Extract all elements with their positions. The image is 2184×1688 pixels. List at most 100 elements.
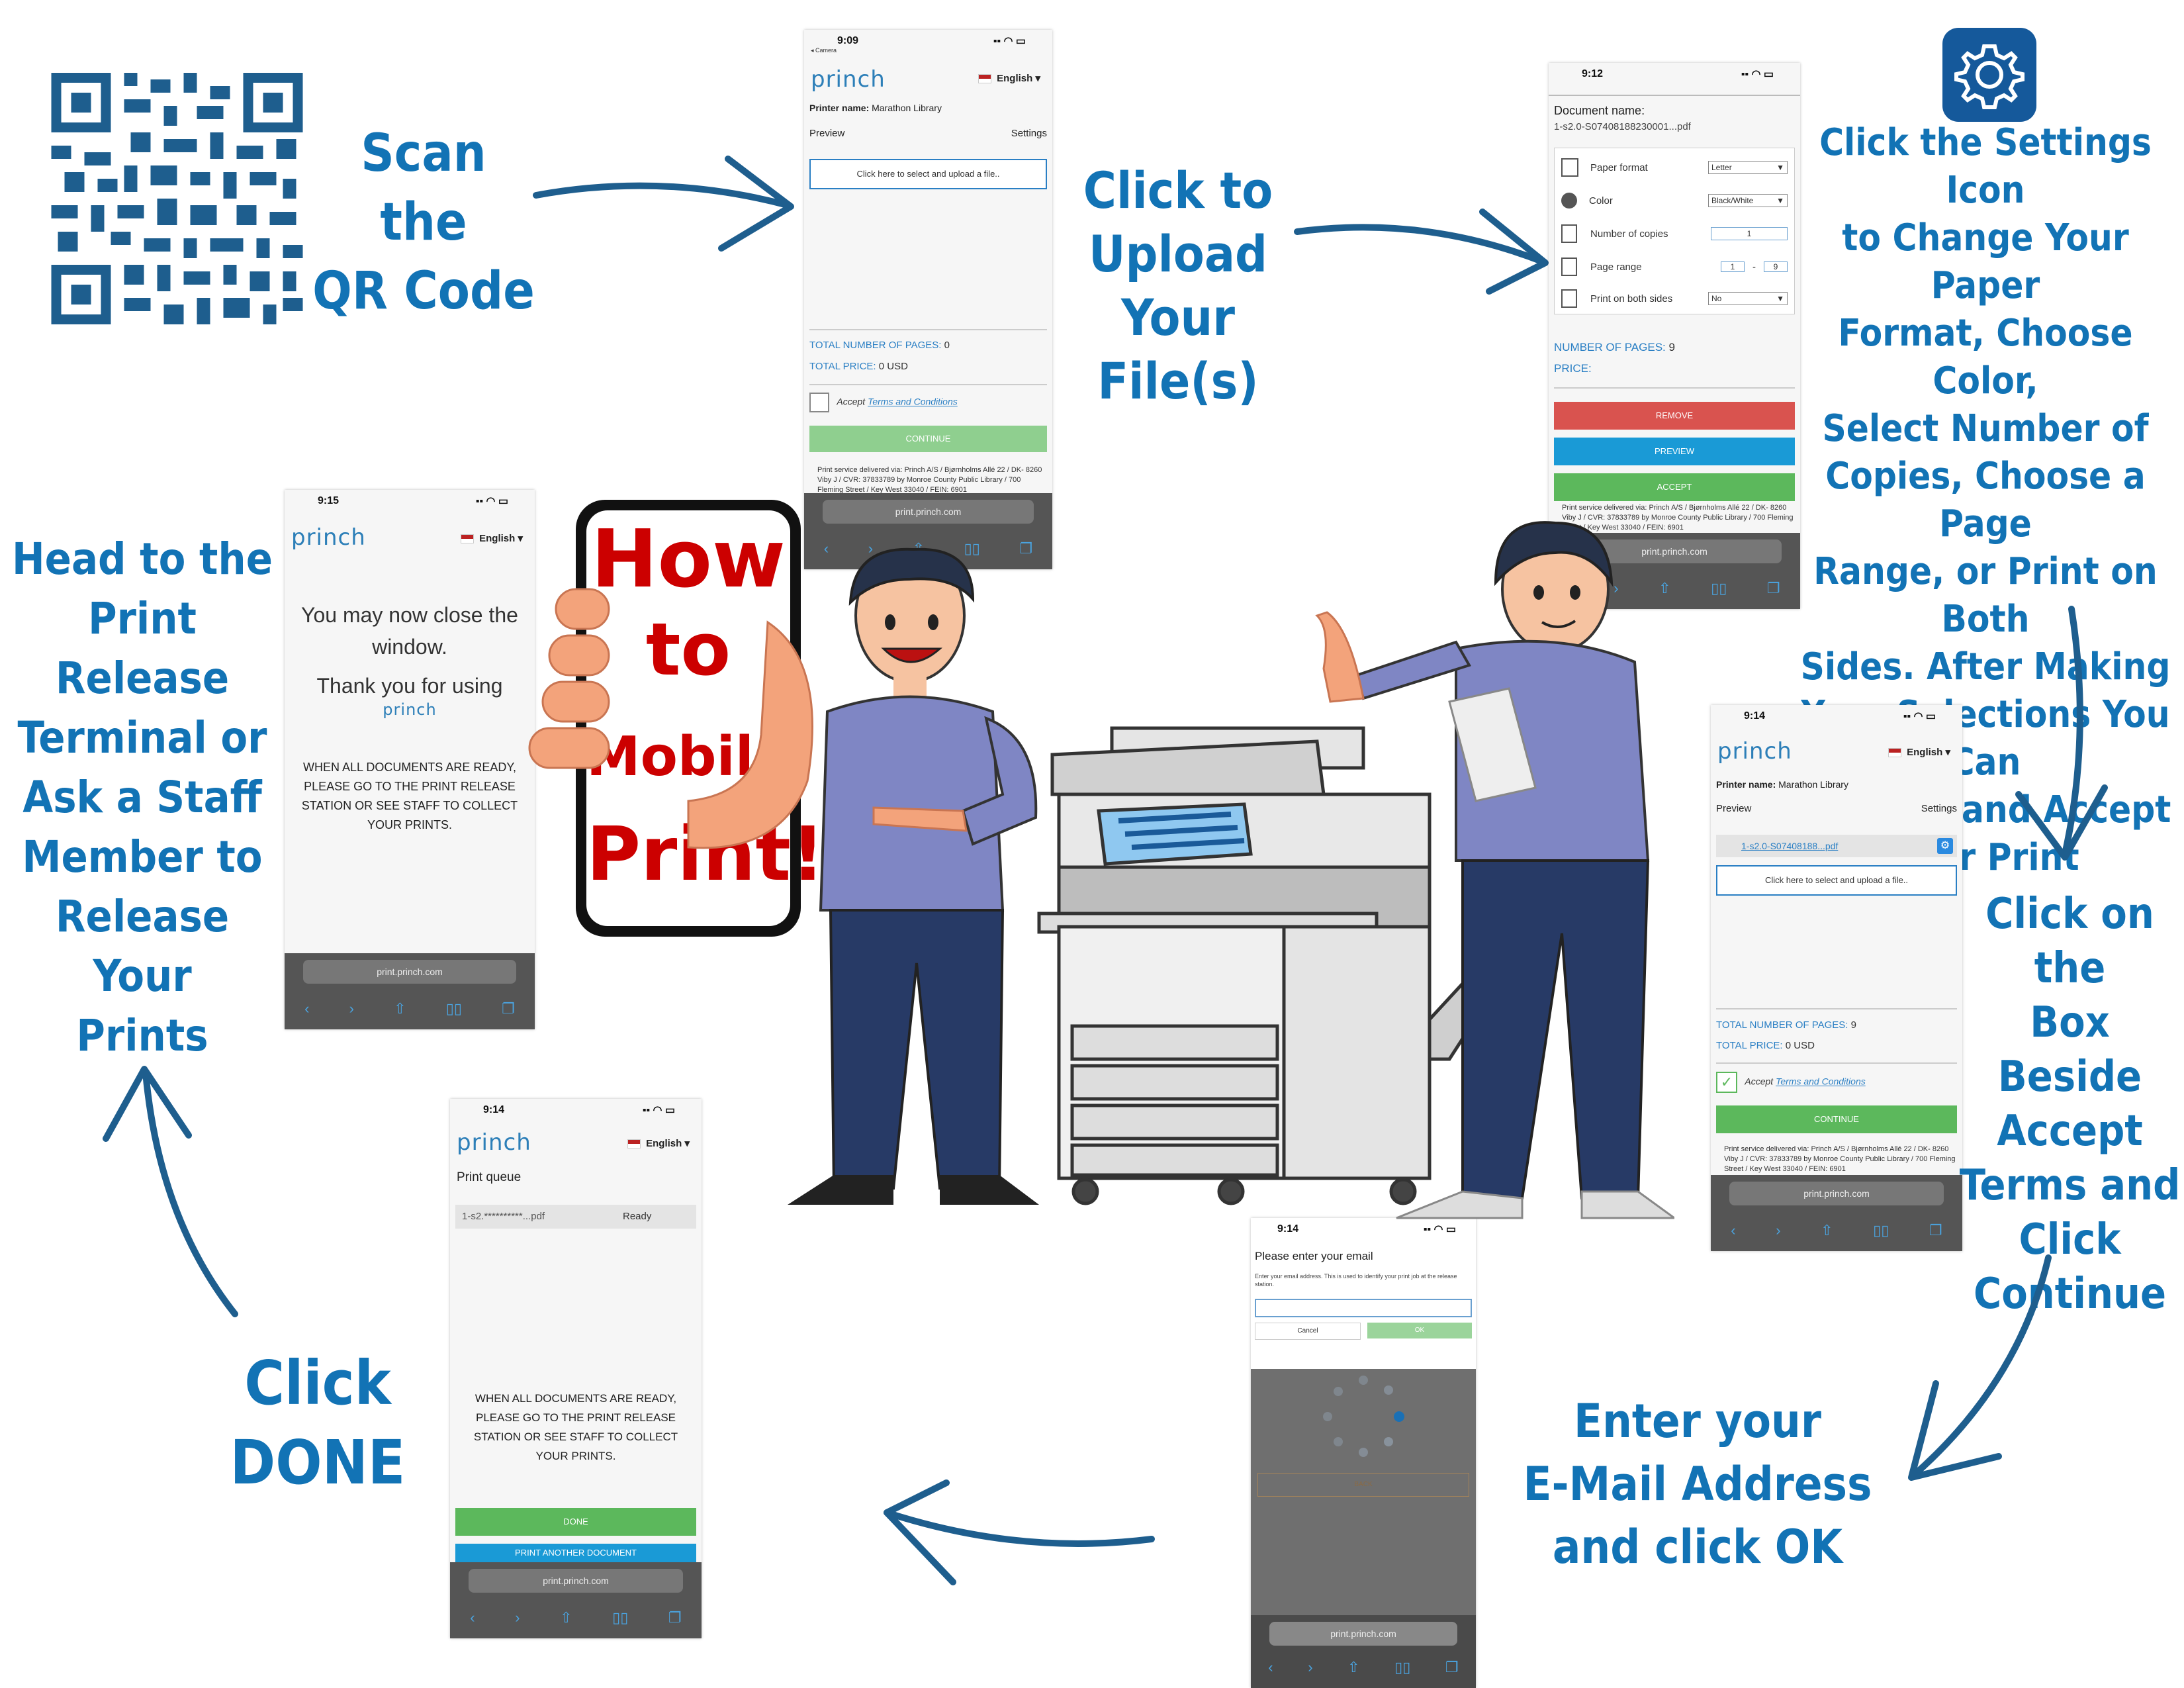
tabs-icon[interactable]: ❐ bbox=[668, 1609, 682, 1626]
terms-link[interactable]: Terms and Conditions bbox=[1776, 1076, 1866, 1087]
language-selector[interactable]: English ▾ bbox=[461, 532, 523, 544]
both-sides-select[interactable]: No▼ bbox=[1708, 292, 1788, 305]
back-icon[interactable]: ‹ bbox=[1268, 1659, 1273, 1675]
preview-button[interactable]: PREVIEW bbox=[1554, 438, 1795, 465]
accept-checkbox[interactable] bbox=[809, 393, 829, 412]
url-bar[interactable]: print.princh.com bbox=[1729, 1182, 1944, 1205]
queue-file-name: 1-s2.**********...pdf bbox=[462, 1211, 545, 1222]
forward-icon[interactable]: › bbox=[1776, 1222, 1781, 1239]
continue-button[interactable]: CONTINUE bbox=[1716, 1105, 1957, 1133]
back-link[interactable]: ◂ Camera bbox=[811, 47, 837, 54]
caption-done: Click DONE bbox=[230, 1348, 406, 1498]
settings-gear-icon bbox=[1942, 28, 2036, 122]
forward-icon[interactable]: › bbox=[1614, 580, 1619, 596]
forward-icon[interactable]: › bbox=[349, 1000, 354, 1017]
tab-preview[interactable]: Preview bbox=[1716, 803, 1752, 814]
accept-terms-row: Accept Terms and Conditions bbox=[809, 393, 958, 412]
terms-link[interactable]: Terms and Conditions bbox=[868, 396, 958, 407]
file-settings-icon[interactable]: ⚙ bbox=[1937, 838, 1953, 854]
share-icon[interactable]: ⇧ bbox=[1659, 580, 1671, 596]
page-range-icon bbox=[1561, 258, 1577, 276]
back-icon[interactable]: ‹ bbox=[470, 1609, 475, 1626]
bookmarks-icon[interactable]: ▯▯ bbox=[964, 540, 980, 557]
arrow-icon bbox=[884, 1479, 1155, 1585]
tabs-icon[interactable]: ❐ bbox=[1929, 1222, 1942, 1239]
accept-checkbox[interactable]: ✓ bbox=[1716, 1072, 1737, 1093]
copies-icon bbox=[1561, 224, 1577, 243]
screen-queue: 9:14▪▪ ◠ ▭ princh English ▾ Print queue … bbox=[450, 1099, 702, 1638]
forward-icon[interactable]: › bbox=[868, 540, 874, 557]
share-icon[interactable]: ⇧ bbox=[560, 1609, 572, 1626]
color-palette-icon bbox=[1561, 193, 1577, 209]
back-icon[interactable]: ‹ bbox=[1731, 1222, 1736, 1239]
email-dialog-title: Please enter your email bbox=[1255, 1250, 1373, 1262]
uploaded-file-link[interactable]: 1-s2.0-S07408188...pdf bbox=[1741, 841, 1839, 851]
remove-button[interactable]: REMOVE bbox=[1554, 402, 1795, 430]
accept-button[interactable]: ACCEPT bbox=[1554, 473, 1795, 501]
qr-code-icon bbox=[51, 73, 303, 324]
copies-input[interactable]: 1 bbox=[1711, 227, 1788, 240]
tab-settings[interactable]: Settings bbox=[1011, 128, 1047, 139]
tabs-icon[interactable]: ❐ bbox=[1766, 580, 1780, 596]
total-pages: TOTAL NUMBER OF PAGES: 9 bbox=[1716, 1019, 1856, 1031]
printer-name-row: Printer name: Marathon Library bbox=[809, 103, 942, 113]
caption-scan-qr: Scan the QR Code bbox=[312, 124, 535, 321]
share-icon[interactable]: ⇧ bbox=[1821, 1222, 1833, 1239]
done-button[interactable]: DONE bbox=[455, 1508, 696, 1536]
tabs-icon[interactable]: ❐ bbox=[1445, 1659, 1459, 1675]
bookmarks-icon[interactable]: ▯▯ bbox=[445, 1000, 462, 1017]
printer-illustration bbox=[1037, 726, 1522, 1205]
upload-file-button[interactable]: Click here to select and upload a file.. bbox=[1716, 865, 1957, 896]
language-selector[interactable]: English ▾ bbox=[978, 72, 1040, 84]
bookmarks-icon[interactable]: ▯▯ bbox=[612, 1609, 629, 1626]
status-icons: ▪▪ ◠ ▭ bbox=[1423, 1224, 1456, 1235]
princh-logo-small: princh bbox=[383, 700, 437, 719]
url-bar[interactable]: print.princh.com bbox=[1269, 1622, 1457, 1646]
release-message: WHEN ALL DOCUMENTS ARE READY, PLEASE GO … bbox=[301, 761, 518, 831]
forward-icon[interactable]: › bbox=[515, 1609, 520, 1626]
tab-preview[interactable]: Preview bbox=[809, 128, 845, 139]
email-dialog: Please enter your email Enter your email… bbox=[1251, 1241, 1476, 1369]
url-bar[interactable]: print.princh.com bbox=[469, 1569, 683, 1593]
forward-icon[interactable]: › bbox=[1308, 1659, 1313, 1675]
status-time: 9:14 bbox=[1277, 1223, 1299, 1235]
page-from-input[interactable]: 1 bbox=[1721, 261, 1745, 272]
bookmarks-icon[interactable]: ▯▯ bbox=[1394, 1659, 1411, 1675]
footer-text: Print service delivered via: Princh A/S … bbox=[817, 466, 1042, 494]
status-time: 9:09 bbox=[837, 35, 859, 46]
share-icon[interactable]: ⇧ bbox=[1347, 1659, 1360, 1675]
ok-button[interactable]: OK bbox=[1367, 1323, 1472, 1338]
url-bar[interactable]: print.princh.com bbox=[303, 960, 516, 984]
url-bar[interactable]: print.princh.com bbox=[823, 500, 1034, 524]
share-icon[interactable]: ⇧ bbox=[394, 1000, 406, 1017]
bookmarks-icon[interactable]: ▯▯ bbox=[1711, 580, 1727, 596]
paper-format-select[interactable]: Letter▼ bbox=[1708, 161, 1788, 174]
email-input[interactable] bbox=[1255, 1299, 1472, 1317]
princh-logo: princh bbox=[1717, 738, 1792, 765]
princh-logo: princh bbox=[811, 66, 886, 93]
back-icon[interactable]: ‹ bbox=[823, 540, 829, 557]
status-icons: ▪▪ ◠ ▭ bbox=[475, 496, 508, 507]
upload-file-button[interactable]: Click here to select and upload a file.. bbox=[809, 159, 1047, 189]
language-selector[interactable]: English ▾ bbox=[1888, 746, 1950, 758]
back-button[interactable]: BACK bbox=[1257, 1473, 1469, 1497]
total-price: TOTAL PRICE: 0 USD bbox=[809, 361, 908, 372]
tabs-icon[interactable]: ❐ bbox=[502, 1000, 515, 1017]
page-to-input[interactable]: 9 bbox=[1764, 261, 1788, 272]
cancel-button[interactable]: Cancel bbox=[1255, 1323, 1361, 1340]
total-price: TOTAL PRICE: 0 USD bbox=[1716, 1040, 1815, 1051]
arrow-icon bbox=[1294, 209, 1549, 295]
princh-logo: princh bbox=[457, 1129, 531, 1156]
price: PRICE: bbox=[1554, 362, 1592, 375]
back-icon[interactable]: ‹ bbox=[304, 1000, 310, 1017]
tabs-icon[interactable]: ❐ bbox=[1019, 540, 1033, 557]
tab-settings[interactable]: Settings bbox=[1921, 803, 1957, 814]
status-time: 9:14 bbox=[1744, 710, 1766, 722]
continue-button[interactable]: CONTINUE bbox=[809, 426, 1047, 452]
color-select[interactable]: Black/White▼ bbox=[1708, 194, 1788, 207]
bookmarks-icon[interactable]: ▯▯ bbox=[1873, 1222, 1889, 1239]
princh-logo: princh bbox=[291, 524, 366, 551]
footer-text: Print service delivered via: Princh A/S … bbox=[1562, 504, 1794, 532]
language-selector[interactable]: English ▾ bbox=[627, 1137, 690, 1149]
screen-upload: 9:09▪▪ ◠ ▭ ◂ Camera princh English ▾ Pri… bbox=[804, 30, 1052, 569]
